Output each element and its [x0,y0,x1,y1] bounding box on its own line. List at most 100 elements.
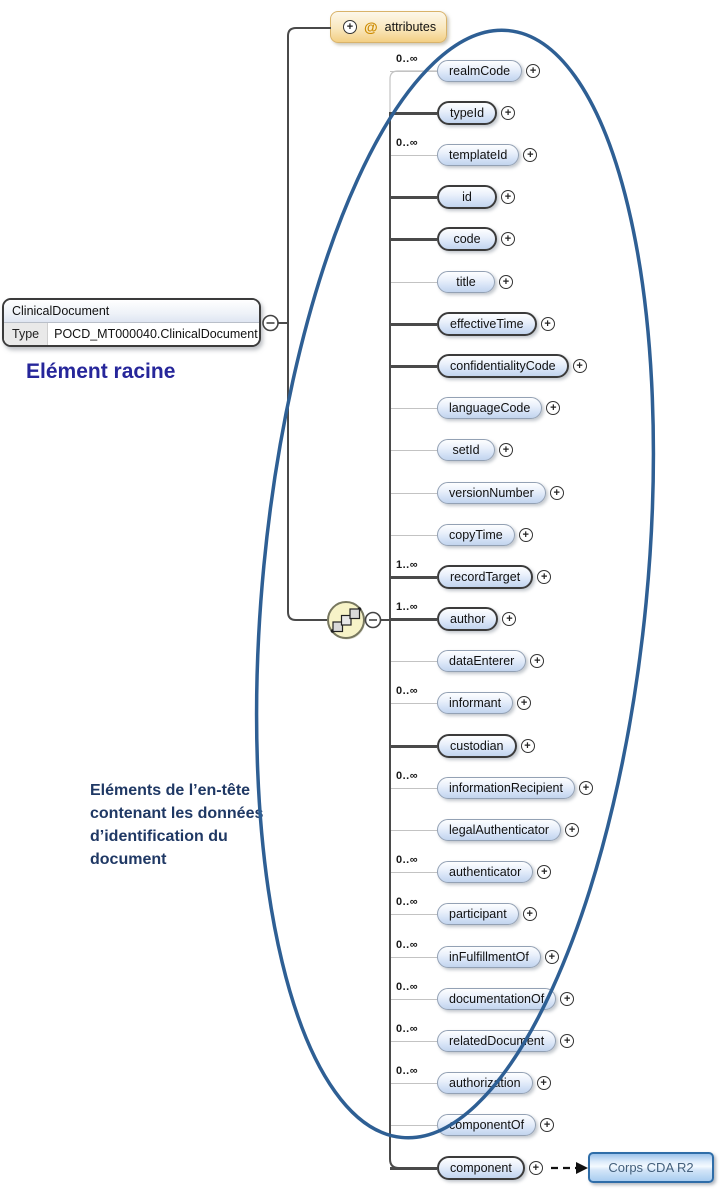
expand-icon[interactable]: + [528,1161,543,1175]
cardinality-label: 1..∞ [396,559,419,571]
corps-cda-label: Corps CDA R2 [608,1160,694,1175]
element-row-documentationOf: 0..∞ documentationOf+ [390,981,575,1012]
element-row-author: 1..∞author+ [390,601,517,632]
expand-icon[interactable]: + [499,275,513,289]
element-box[interactable]: typeId [437,101,498,125]
cardinality-label: 0..∞ [396,981,419,993]
element-box[interactable]: id [437,185,497,209]
annotation-line: contenant les données [90,805,264,822]
element-box[interactable]: versionNumber [437,482,546,504]
element-box[interactable]: componentOf [437,1114,537,1136]
element-box[interactable]: informationRecipient [437,777,575,799]
element-box[interactable]: effectiveTime [437,312,537,336]
attributes-label: attributes [384,20,437,34]
connector-stub [390,871,437,873]
expand-icon[interactable]: + [572,359,587,373]
connector-stub [390,237,437,241]
connector-stub [390,998,437,1000]
expand-icon[interactable]: + [578,781,593,795]
element-row-relatedDocument: 0..∞relatedDocument+ [390,1023,575,1054]
cardinality-label: 0..∞ [396,939,419,951]
expand-icon[interactable]: + [517,696,532,710]
element-box[interactable]: authenticator [437,861,534,883]
annotation-line: d’identification du [90,828,228,845]
element-box[interactable]: inFulfillmentOf [437,946,541,968]
element-box[interactable]: legalAuthenticator [437,819,562,841]
expand-icon[interactable]: + [522,907,537,921]
expand-icon[interactable]: + [523,148,538,162]
element-box[interactable]: authorization [437,1072,533,1094]
element-box[interactable]: recordTarget [437,565,534,589]
connector-stub [390,956,437,958]
element-row-setId: setId + [390,437,513,463]
element-row-informationRecipient: 0..∞informationRecipient+ [390,770,593,801]
element-box[interactable]: templateId [437,144,520,166]
expand-icon[interactable]: + [544,950,559,964]
corps-cda-box[interactable]: Corps CDA R2 [588,1152,714,1183]
element-row-custodian: custodian+ [390,733,535,759]
root-element-box[interactable]: ClinicalDocument Type POCD_MT000040.Clin… [2,298,261,347]
element-row-component: component+ [390,1155,543,1181]
element-row-legalAuthenticator: legalAuthenticator+ [390,817,580,843]
element-box[interactable]: languageCode [437,397,543,419]
expand-icon[interactable]: + [536,1076,551,1090]
root-element-name[interactable]: ClinicalDocument [4,300,259,323]
expand-icon[interactable]: + [537,865,552,879]
expand-icon[interactable]: + [520,739,535,753]
element-box[interactable]: copyTime [437,524,515,546]
element-row-copyTime: copyTime+ [390,522,533,548]
connector-stub [390,913,437,915]
root-caption: Elément racine [26,360,176,383]
connector-stub [390,1124,437,1126]
collapse-icon[interactable] [262,314,279,332]
sequence-icon[interactable] [327,601,365,640]
connector-stub [390,787,437,789]
expand-icon[interactable]: + [530,654,545,668]
expand-icon[interactable]: + [565,823,580,837]
expand-icon[interactable]: + [540,317,555,331]
expand-icon[interactable]: + [501,232,515,246]
expand-icon[interactable]: + [501,106,516,120]
connector-stub [390,449,437,451]
element-row-confidentialityCode: confidentialityCode+ [390,353,587,379]
attributes-box[interactable]: + @ attributes [330,11,447,43]
collapse-icon[interactable] [364,611,382,629]
element-box[interactable]: author [437,607,499,631]
element-box[interactable]: confidentialityCode [437,354,569,378]
type-label: Type [4,323,49,345]
element-row-effectiveTime: effectiveTime+ [390,311,555,337]
element-box[interactable]: dataEnterer [437,650,527,672]
element-box[interactable]: participant [437,903,519,925]
expand-icon[interactable]: + [343,20,357,34]
expand-icon[interactable]: + [502,612,517,626]
cardinality-label: 0..∞ [396,685,419,697]
element-box[interactable]: informant [437,692,514,714]
connector-root-to-sequence [287,323,327,621]
cardinality-label: 0..∞ [396,896,419,908]
annotation-line: Eléments de l’en-tête [90,782,251,799]
element-row-dataEnterer: dataEnterer+ [390,648,545,674]
element-box[interactable]: code [437,227,497,251]
element-box[interactable]: title [437,271,495,293]
expand-icon[interactable]: + [499,443,513,457]
expand-icon[interactable]: + [560,992,575,1006]
element-row-templateId: 0..∞templateId+ [390,137,538,168]
expand-icon[interactable]: + [540,1118,555,1132]
element-box[interactable]: component [437,1156,525,1180]
expand-icon[interactable]: + [501,190,515,204]
connector-stub [390,70,437,72]
element-box[interactable]: setId [437,439,495,461]
expand-icon[interactable]: + [537,570,552,584]
expand-icon[interactable]: + [560,1034,575,1048]
expand-icon[interactable]: + [546,401,561,415]
element-box[interactable]: relatedDocument [437,1030,557,1052]
element-box[interactable]: custodian [437,734,517,758]
element-box[interactable]: documentationOf [437,988,557,1010]
expand-icon[interactable]: + [518,528,533,542]
expand-icon[interactable]: + [526,64,541,78]
connector-stub [390,195,437,199]
expand-icon[interactable]: + [549,486,564,500]
element-box[interactable]: realmCode [437,60,523,82]
connector-stub [390,617,437,621]
